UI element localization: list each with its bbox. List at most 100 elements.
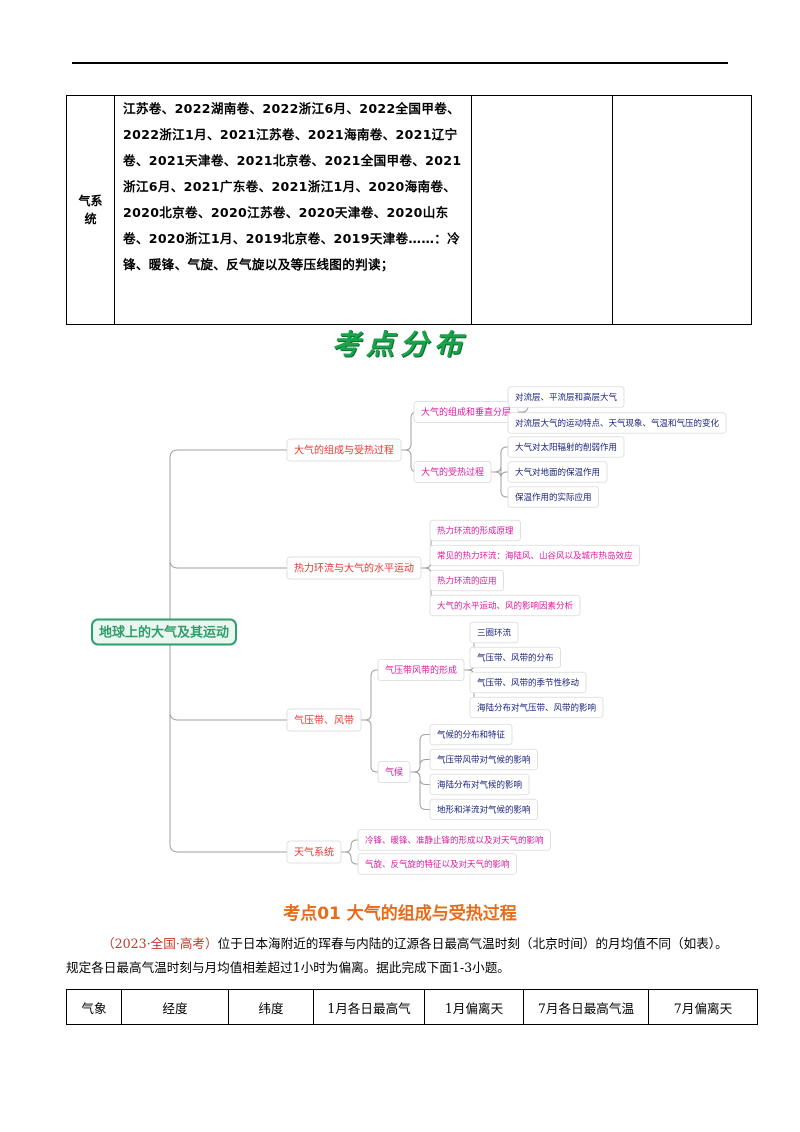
mindmap-subbranch-box <box>377 659 465 681</box>
mindmap-leaf-text: 大气对地面的保温作用 <box>515 467 600 478</box>
mindmap-subbranch: 气压带风带的形成 <box>377 659 465 681</box>
mindmap-subbranch-box <box>377 761 411 783</box>
mindmap-subbranch: 大气的受热过程 <box>413 461 492 483</box>
mindmap-subbranch: 大气的组成和垂直分层 <box>413 401 519 423</box>
mindmap-leaf-box <box>507 436 625 458</box>
mindmap-leaf-box <box>357 829 551 851</box>
mindmap-leaf: 冷锋、暖锋、准静止锋的形成以及对天气的影响 <box>357 829 551 851</box>
mindmap-leaf-box <box>507 461 608 483</box>
mindmap-root-text: 地球上的大气及其运动 <box>99 625 229 641</box>
table-header-row: 气象 经度 纬度 1月各日最高气 1月偏离天 7月各日最高气温 7月偏离天 <box>66 989 758 1025</box>
connector-line <box>341 839 358 853</box>
mindmap-leaf-text: 地形和洋流对气候的影响 <box>437 805 531 816</box>
mindmap-leaf-box <box>469 621 519 644</box>
mindmap-branch-text: 热力环流与大气的水平运动 <box>294 562 414 575</box>
mindmap-leaf: 对流层大气的运动特点、天气现象、气温和气压的变化 <box>507 412 727 434</box>
question-source: （2023·全国·高考） <box>102 936 218 951</box>
mindmap-leaf-text: 气压带风带对气候的影响 <box>437 755 531 766</box>
mindmap-leaf-text: 常见的热力环流：海陆风、山谷风以及城市热岛效应 <box>437 551 633 562</box>
mindmap-leaf-text: 三圈环流 <box>477 628 512 639</box>
mindmap-leaf-text: 大气的水平运动、风的影响因素分析 <box>437 601 574 612</box>
mindmap-leaf: 对流层、平流层和高层大气 <box>507 386 625 408</box>
topic-text-cell: 江苏卷、2022湖南卷、2022浙江6月、2022全国甲卷、2022浙江1月、2… <box>114 95 472 325</box>
mindmap-leaf: 气压带风带对气候的影响 <box>429 748 538 771</box>
mindmap-leaf: 保温作用的实际应用 <box>507 486 599 508</box>
connector-line <box>361 669 378 721</box>
mindmap-leaf: 地形和洋流对气候的影响 <box>429 798 538 821</box>
data-table: 气象 经度 纬度 1月各日最高气 1月偏离天 7月各日最高气温 7月偏离天 <box>66 989 758 1025</box>
mindmap-leaf: 海陆分布对气候的影响 <box>429 773 530 796</box>
table-header-cell: 1月各日最高气 <box>313 989 425 1025</box>
mindmap-leaf: 气旋、反气旋的特征以及对天气的影响 <box>357 853 517 875</box>
mindmap-leaf-box <box>429 594 581 617</box>
mindmap-leaf-box <box>507 486 599 508</box>
mindmap-leaf-text: 气压带、风带的季节性移动 <box>477 678 580 689</box>
mindmap-leaf-box <box>429 519 521 542</box>
connector-line <box>410 759 430 773</box>
empty-cell-2 <box>612 95 752 325</box>
section-title: 考点01 大气的组成与受热过程 <box>283 904 517 924</box>
mindmap-branch: 天气系统 <box>286 840 342 864</box>
mindmap-leaf: 大气对地面的保温作用 <box>507 461 608 483</box>
mindmap-leaf-box <box>429 723 513 746</box>
mindmap-leaf: 气压带、风带的季节性移动 <box>469 671 587 694</box>
mindmap-subbranch-text: 大气的受热过程 <box>421 466 484 478</box>
exam-distribution-table: 气系统 江苏卷、2022湖南卷、2022浙江6月、2022全国甲卷、2022浙江… <box>66 95 752 325</box>
mindmap-leaf-text: 气压带、风带的分布 <box>477 653 554 664</box>
mindmap-branch-box <box>286 840 342 864</box>
connector-line <box>491 465 508 479</box>
question-text: 位于日本海附近的珲春与内陆的辽源各日最高气温时刻（北京时间）的月均值不同（如表）… <box>66 936 728 975</box>
mindmap-leaf-box <box>507 386 625 408</box>
mindmap-subbranch-text: 大气的组成和垂直分层 <box>421 406 511 418</box>
mindmap-branch: 热力环流与大气的水平运动 <box>286 556 422 580</box>
mindmap-leaf-text: 热力环流的应用 <box>437 576 497 587</box>
mindmap-leaf-box <box>357 853 517 875</box>
mindmap-leaf: 热力环流的形成原理 <box>429 519 521 542</box>
mindmap-leaf-text: 海陆分布对气压带、风带的影响 <box>477 703 596 714</box>
mindmap-leaf-text: 海陆分布对气候的影响 <box>437 780 522 791</box>
table-header-cell: 1月偏离天 <box>424 989 524 1025</box>
mindmap-root: 地球上的大气及其运动 <box>91 618 237 646</box>
connector-line <box>361 719 378 773</box>
mindmap-leaf-text: 保温作用的实际应用 <box>515 492 592 503</box>
mindmap-leaf-text: 冷锋、暖锋、准静止锋的形成以及对天气的影响 <box>365 835 544 846</box>
mindmap-branch-text: 天气系统 <box>294 846 334 859</box>
mindmap-leaf-box <box>429 748 538 771</box>
mindmap-leaf-text: 对流层大气的运动特点、天气现象、气温和气压的变化 <box>515 418 720 429</box>
mindmap-leaf-box <box>469 671 587 694</box>
mindmap-leaf-text: 热力环流的形成原理 <box>437 526 514 537</box>
mindmap-leaf: 热力环流的应用 <box>429 569 504 592</box>
mindmap-branch-text: 大气的组成与受热过程 <box>294 444 394 457</box>
connector-line <box>491 471 508 498</box>
mindmap-leaf-box <box>429 798 538 821</box>
topic-label: 气系统 <box>78 194 103 226</box>
mindmap-leaf: 气压带、风带的分布 <box>469 646 561 669</box>
mindmap-branch: 气压带、风带 <box>286 708 362 732</box>
topic-label-cell: 气系统 <box>66 95 115 325</box>
table-header-cell: 气象 <box>66 989 122 1025</box>
mindmap-subbranch: 气候 <box>377 761 411 783</box>
distribution-heading: 考点分布 <box>331 328 468 361</box>
mindmap-leaf-text: 对流层、平流层和高层大气 <box>515 392 618 403</box>
mindmap-leaf-box <box>469 646 561 669</box>
mindmap-leaf-box <box>429 544 640 567</box>
mindmap-subbranch-box <box>413 401 519 423</box>
mindmap-leaf: 大气对太阳辐射的削弱作用 <box>507 436 625 458</box>
topic-text: 江苏卷、2022湖南卷、2022浙江6月、2022全国甲卷、2022浙江1月、2… <box>123 101 462 272</box>
connector-line <box>169 843 287 853</box>
mindmap-leaf-box <box>429 569 504 592</box>
mindmap-leaf-text: 大气对太阳辐射的削弱作用 <box>515 442 617 453</box>
mindmap-branch-text: 气压带、风带 <box>294 714 354 727</box>
connector-line <box>169 711 287 721</box>
mindmap-subbranch-box <box>413 461 492 483</box>
connector-line <box>491 446 508 473</box>
table-header-cell: 7月各日最高气温 <box>523 989 649 1025</box>
mindmap-leaf: 气候的分布和特征 <box>429 723 513 746</box>
mindmap-leaf: 三圈环流 <box>469 621 519 644</box>
mindmap-branch: 大气的组成与受热过程 <box>286 438 402 462</box>
mindmap-leaf-box <box>469 696 604 719</box>
table-header-cell: 7月偏离天 <box>648 989 758 1025</box>
question-paragraph: （2023·全国·高考）位于日本海附近的珲春与内陆的辽源各日最高气温时刻（北京时… <box>66 932 736 980</box>
mindmap-leaf-text: 气候的分布和特征 <box>437 730 506 741</box>
connector-line <box>169 559 287 569</box>
